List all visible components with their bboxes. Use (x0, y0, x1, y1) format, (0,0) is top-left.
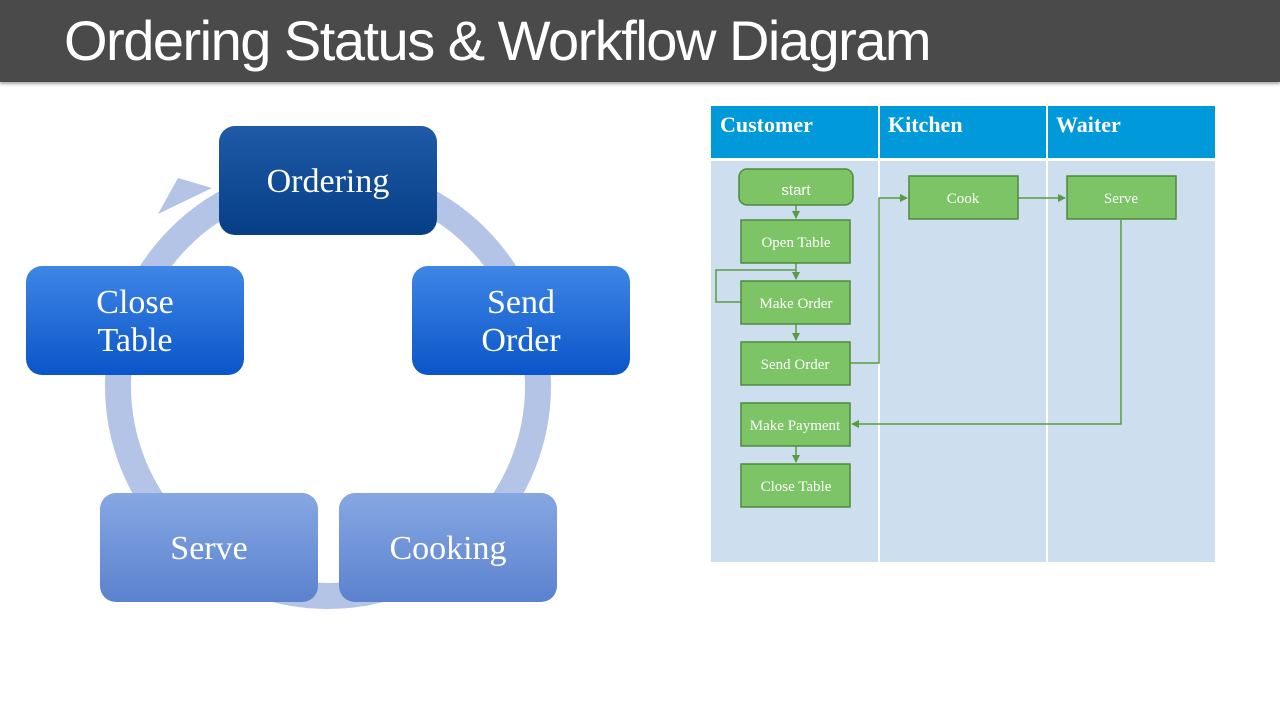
flow-node-start[interactable]: start (738, 168, 854, 206)
flow-node-make-payment[interactable]: Make Payment (740, 402, 851, 447)
flow-node-close-table[interactable]: Close Table (740, 463, 851, 508)
cycle-step-send-order[interactable]: Send Order (412, 266, 630, 375)
cycle-step-close-table[interactable]: Close Table (26, 266, 244, 375)
page-title: Ordering Status & Workflow Diagram (64, 9, 932, 72)
cycle-step-serve[interactable]: Serve (100, 493, 318, 602)
cycle-step-close-table-label-2: Table (97, 322, 172, 359)
cycle-step-close-table-label-1: Close (96, 284, 173, 321)
cycle-step-send-order-label-2: Order (481, 322, 561, 359)
lane-header-kitchen-label: Kitchen (888, 112, 963, 137)
cycle-step-ordering[interactable]: Ordering (219, 126, 437, 235)
flow-node-serve[interactable]: Serve (1066, 175, 1177, 220)
cycle-step-cooking-label: Cooking (389, 530, 506, 567)
flow-node-start-label: start (781, 182, 811, 199)
lane-body-waiter (1048, 161, 1215, 562)
cycle-arrowhead (158, 178, 212, 214)
lane-header-kitchen: Kitchen (880, 106, 1046, 158)
flow-node-make-payment-label: Make Payment (750, 418, 841, 434)
lane-header-customer: Customer (711, 106, 878, 158)
edge-make-order-loop (715, 269, 796, 303)
flow-node-open-table-label: Open Table (761, 235, 830, 251)
edge-serve-make-payment (851, 220, 1122, 428)
flow-node-open-table[interactable]: Open Table (740, 219, 851, 264)
flow-node-cook-label: Cook (947, 191, 980, 207)
cycle-step-ordering-label: Ordering (267, 163, 390, 200)
swimlane-diagram: Customer Kitchen Waiter start (711, 106, 1215, 562)
flow-node-cook[interactable]: Cook (908, 175, 1019, 220)
flow-node-send-order-label: Send Order (761, 357, 830, 373)
edge-send-order-cook (850, 194, 908, 364)
cycle-step-cooking[interactable]: Cooking (339, 493, 557, 602)
flow-node-close-table-label: Close Table (761, 479, 832, 495)
flow-node-make-order-label: Make Order (760, 296, 833, 312)
flow-node-make-order[interactable]: Make Order (740, 280, 851, 325)
cycle-step-send-order-label-1: Send (487, 284, 555, 321)
lane-header-waiter-label: Waiter (1056, 112, 1121, 137)
flow-node-serve-label: Serve (1104, 191, 1138, 207)
cycle-step-serve-label: Serve (170, 530, 247, 567)
lane-header-waiter: Waiter (1048, 106, 1215, 158)
flow-node-send-order[interactable]: Send Order (740, 341, 851, 386)
cycle-diagram: Ordering Send Order Cooking Serve Close … (26, 126, 630, 609)
lane-body-kitchen (880, 161, 1046, 562)
lane-header-customer-label: Customer (720, 112, 813, 137)
title-bar: Ordering Status & Workflow Diagram (0, 0, 1280, 82)
